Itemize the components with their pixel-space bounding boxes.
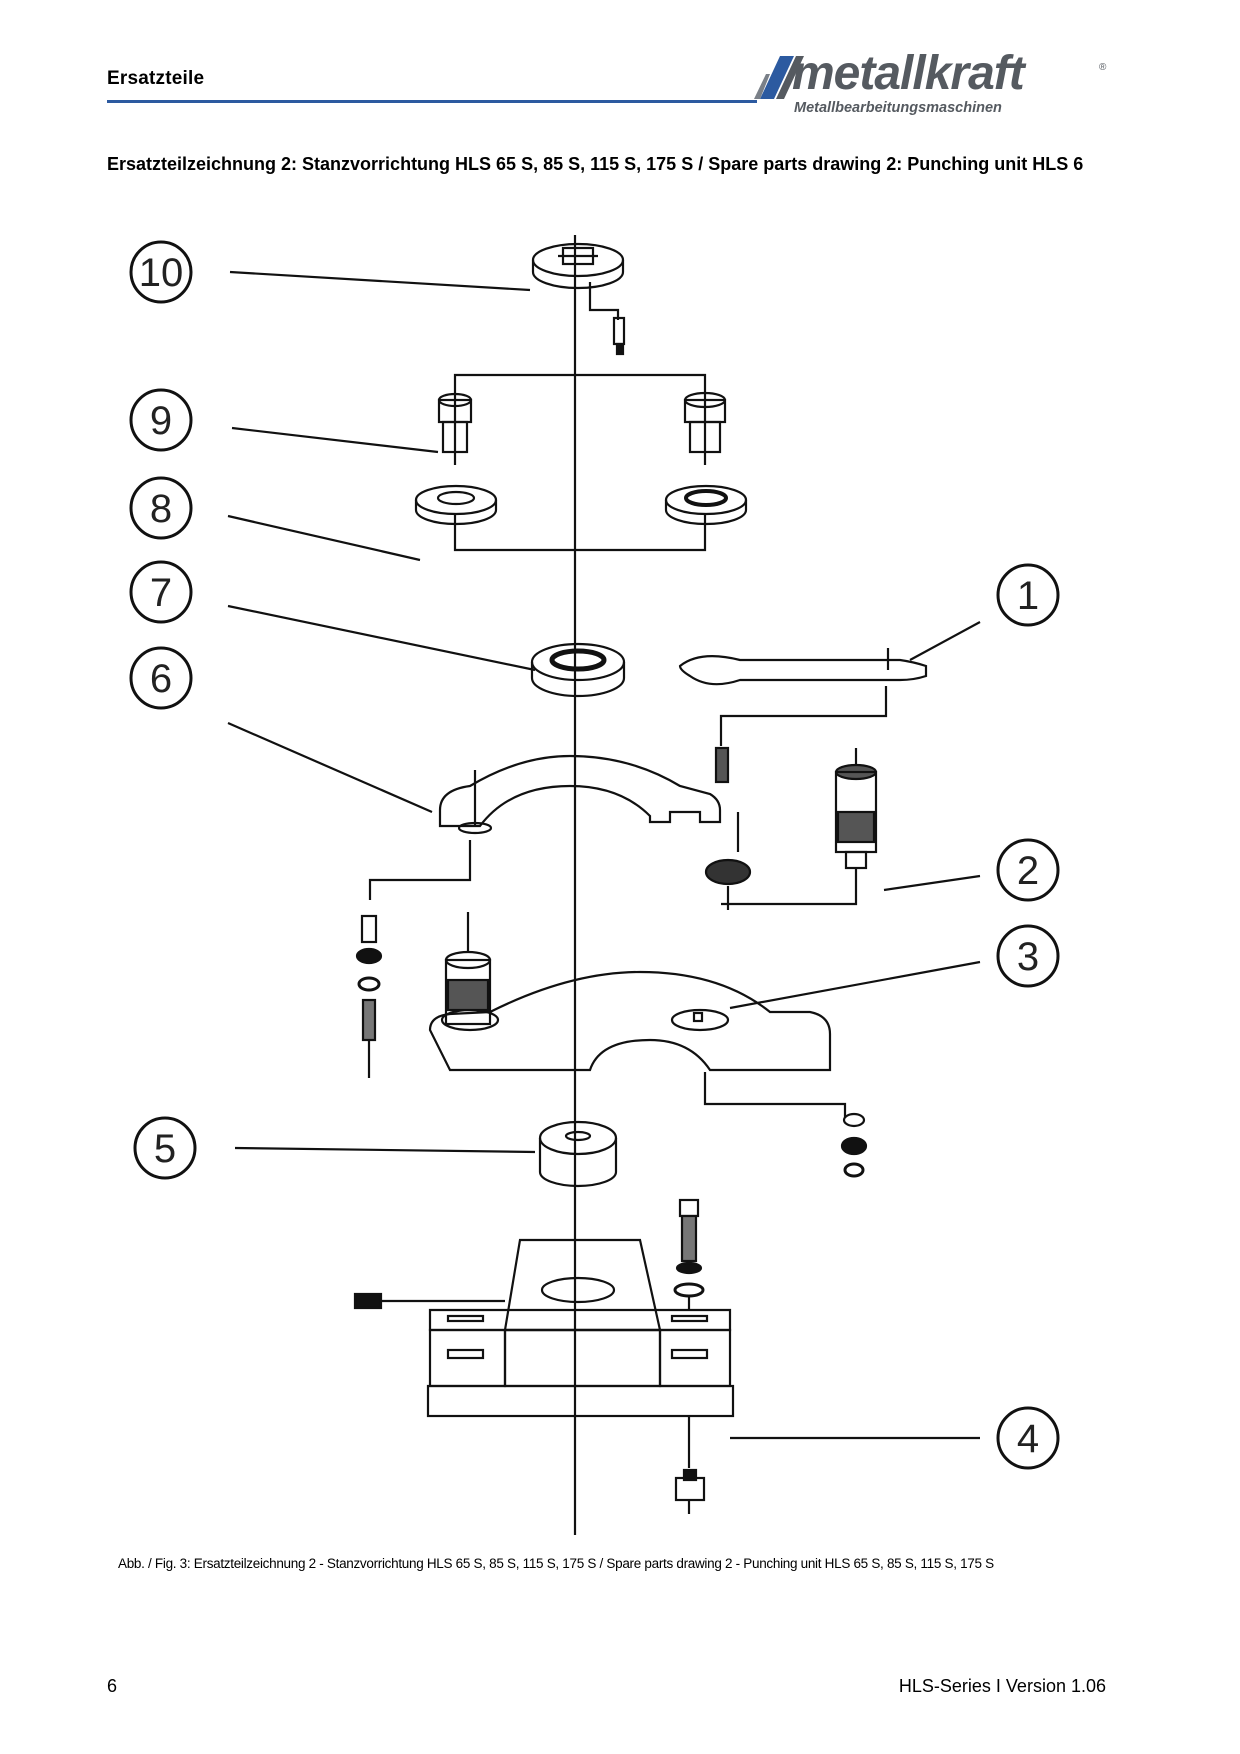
page-number: 6	[107, 1676, 118, 1696]
leader-line-8	[227, 514, 421, 562]
svg-text:3: 3	[1017, 935, 1039, 979]
part-8-washer-left	[414, 484, 498, 526]
logo-registered-mark: ®	[1099, 62, 1107, 73]
logo-wordmark: metallkraft	[792, 47, 1025, 100]
part-7-bearing	[530, 642, 626, 698]
leader-line-9	[231, 426, 439, 454]
svg-text:5: 5	[154, 1127, 176, 1171]
leader-line-3	[729, 960, 981, 1010]
drawing-title: Ersatzteilzeichnung 2: Stanzvorrichtung …	[107, 154, 1084, 174]
part-8-washer-right	[664, 484, 748, 526]
leader-line-10	[229, 270, 531, 292]
svg-text:8: 8	[150, 487, 172, 531]
part-10-top-nut	[531, 242, 626, 356]
callout-2: 2	[996, 838, 1060, 902]
section-title: Ersatzteile	[107, 68, 205, 89]
svg-text:9: 9	[150, 399, 172, 443]
spare-parts-drawing: 10 9 8 7 6 1 2 3 5 4	[0, 200, 1240, 1540]
callout-3: 3	[996, 924, 1060, 988]
part-3-clamp-bracket	[428, 912, 868, 1178]
figure-caption: Abb. / Fig. 3: Ersatzteilzeichnung 2 - S…	[118, 1556, 994, 1571]
part-group-frame-bottom	[453, 515, 707, 552]
leader-line-2	[883, 874, 981, 892]
leader-line-1	[909, 621, 981, 661]
svg-text:6: 6	[150, 657, 172, 701]
part-group-frame-top	[453, 373, 707, 465]
callout-4: 4	[996, 1406, 1060, 1470]
callout-5: 5	[133, 1116, 197, 1180]
svg-text:2: 2	[1017, 849, 1039, 893]
part-2-punch	[721, 748, 878, 906]
document-version: HLS-Series I Version 1.06	[898, 1676, 1106, 1696]
svg-text:1: 1	[1017, 574, 1039, 618]
svg-text:4: 4	[1017, 1417, 1039, 1461]
part-1-wrench	[678, 648, 928, 784]
logo-mark-icon	[754, 56, 804, 99]
header-rule	[107, 100, 757, 103]
part-6-clamp-arm	[355, 754, 752, 1078]
callout-6: 6	[129, 646, 193, 710]
callout-10: 10	[129, 240, 193, 304]
part-9-bushing-left	[437, 392, 473, 454]
svg-text:10: 10	[139, 251, 184, 295]
callout-1: 1	[996, 563, 1060, 627]
leader-line-6	[227, 721, 433, 814]
logo-tagline: Metallbearbeitungsmaschinen	[794, 100, 1002, 116]
svg-text:7: 7	[150, 571, 172, 615]
leader-line-7	[227, 604, 536, 672]
callout-8: 8	[129, 476, 193, 540]
part-5-die-ring	[538, 1120, 618, 1188]
callout-7: 7	[129, 560, 193, 624]
brand-logo: metallkraft ® Metallbearbeitungsmaschine…	[752, 47, 1112, 122]
callout-9: 9	[129, 388, 193, 452]
leader-line-5	[234, 1146, 536, 1154]
part-4-base	[353, 1198, 735, 1514]
part-9-bushing-right	[683, 391, 727, 454]
